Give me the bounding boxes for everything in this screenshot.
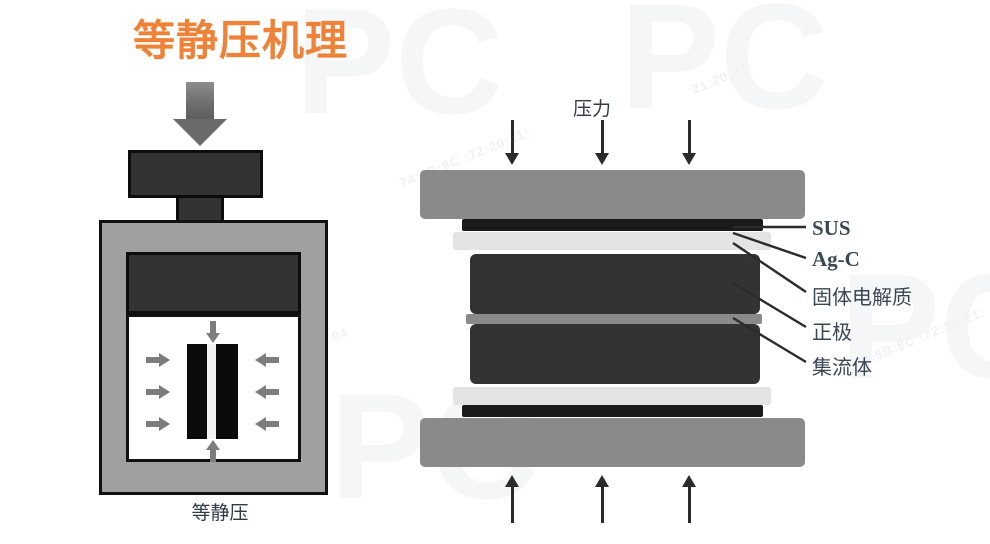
cell-stack-diagram [390,80,810,523]
layer-collector-mid [466,314,762,324]
callout-label-cathode: 正极 [812,320,852,344]
sample-separator [207,344,216,439]
layer-electrolyte-bottom [453,387,771,405]
press-top-plate [128,150,263,198]
pressure-arrow-bottom [505,475,519,523]
layer-agc-top [462,219,763,231]
watermark-glyph: PC [840,242,990,410]
callout-label-collector: 集流体 [812,355,872,379]
layer-sus-top [420,170,805,219]
chamber-arrow-left [146,353,170,367]
pressure-arrow-bottom [595,475,609,523]
pressure-arrow-top [682,120,696,165]
isostatic-press-diagram [80,82,360,502]
layer-electrolyte-top [453,232,771,250]
layer-cathode-upper [470,254,760,314]
pressure-arrow-top [595,120,609,165]
pressure-label: 压力 [573,98,612,120]
sample-bar-right [216,344,238,439]
chamber-arrow-top [206,321,220,343]
press-chamber [126,314,301,462]
sample-bar-left [187,344,207,439]
pressure-arrow-bottom [682,475,696,523]
watermark-text: 74:8B:8C :72:20:21: [852,304,988,371]
page-title: 等静压机理 [133,16,349,65]
chamber-arrow-left [146,385,170,399]
callout-label-sus: SUS [812,216,851,240]
callout-label-electrolyte: 固体电解质 [812,285,912,309]
chamber-arrow-right [255,353,279,367]
callout-label-agc: Ag-C [812,247,860,271]
chamber-arrow-right [255,417,279,431]
chamber-arrow-left [146,417,170,431]
press-ram-block [126,252,301,314]
press-caption: 等静压 [191,502,249,524]
layer-cathode-lower [470,324,760,384]
chamber-arrow-right [255,385,279,399]
layer-agc-bottom [462,405,763,417]
chamber-arrow-bottom [206,440,220,462]
pressure-arrow-top [505,120,519,165]
layer-sus-bottom [420,418,805,467]
